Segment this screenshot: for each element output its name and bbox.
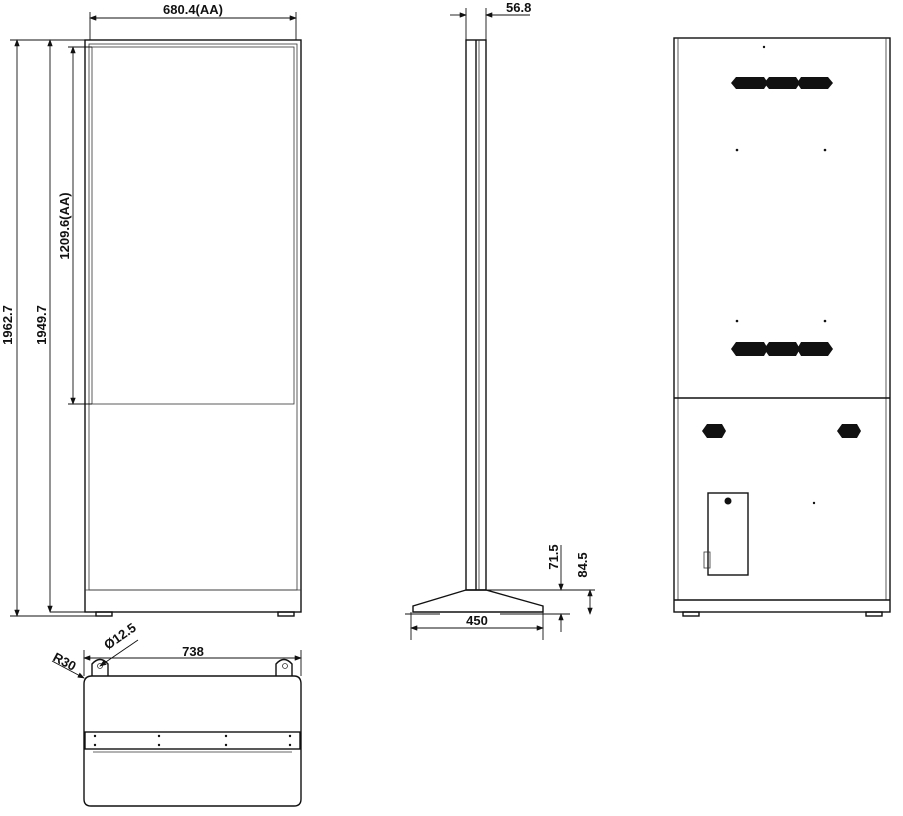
dim-total-height: 1962.7 [0, 305, 15, 345]
dim-depth: 56.8 [506, 0, 531, 15]
dim-hole-diameter: Ø12.5 [101, 620, 139, 653]
dim-base-height-1: 71.5 [546, 544, 561, 569]
dim-base-depth: 450 [466, 613, 488, 628]
dim-corner-radius: R30 [51, 649, 79, 673]
dim-body-height: 1949.7 [34, 305, 49, 345]
dim-bottom-width: 738 [182, 644, 204, 659]
dim-base-height-2: 84.5 [575, 552, 590, 577]
vent-right [837, 424, 861, 438]
side-view: 56.8 450 71.5 84.5 [405, 0, 595, 640]
vent-middle [731, 342, 833, 356]
front-view: 680.4(AA) 1962.7 1949.7 1209.6(AA) [0, 2, 302, 617]
bottom-view: 738 R30 Ø12.5 [51, 620, 302, 807]
dim-aa-height: 1209.6(AA) [57, 192, 72, 259]
io-panel [707, 492, 749, 576]
back-view [673, 37, 891, 617]
dim-aa-width: 680.4(AA) [163, 2, 223, 17]
vent-top [731, 77, 833, 89]
vent-left [702, 424, 726, 438]
